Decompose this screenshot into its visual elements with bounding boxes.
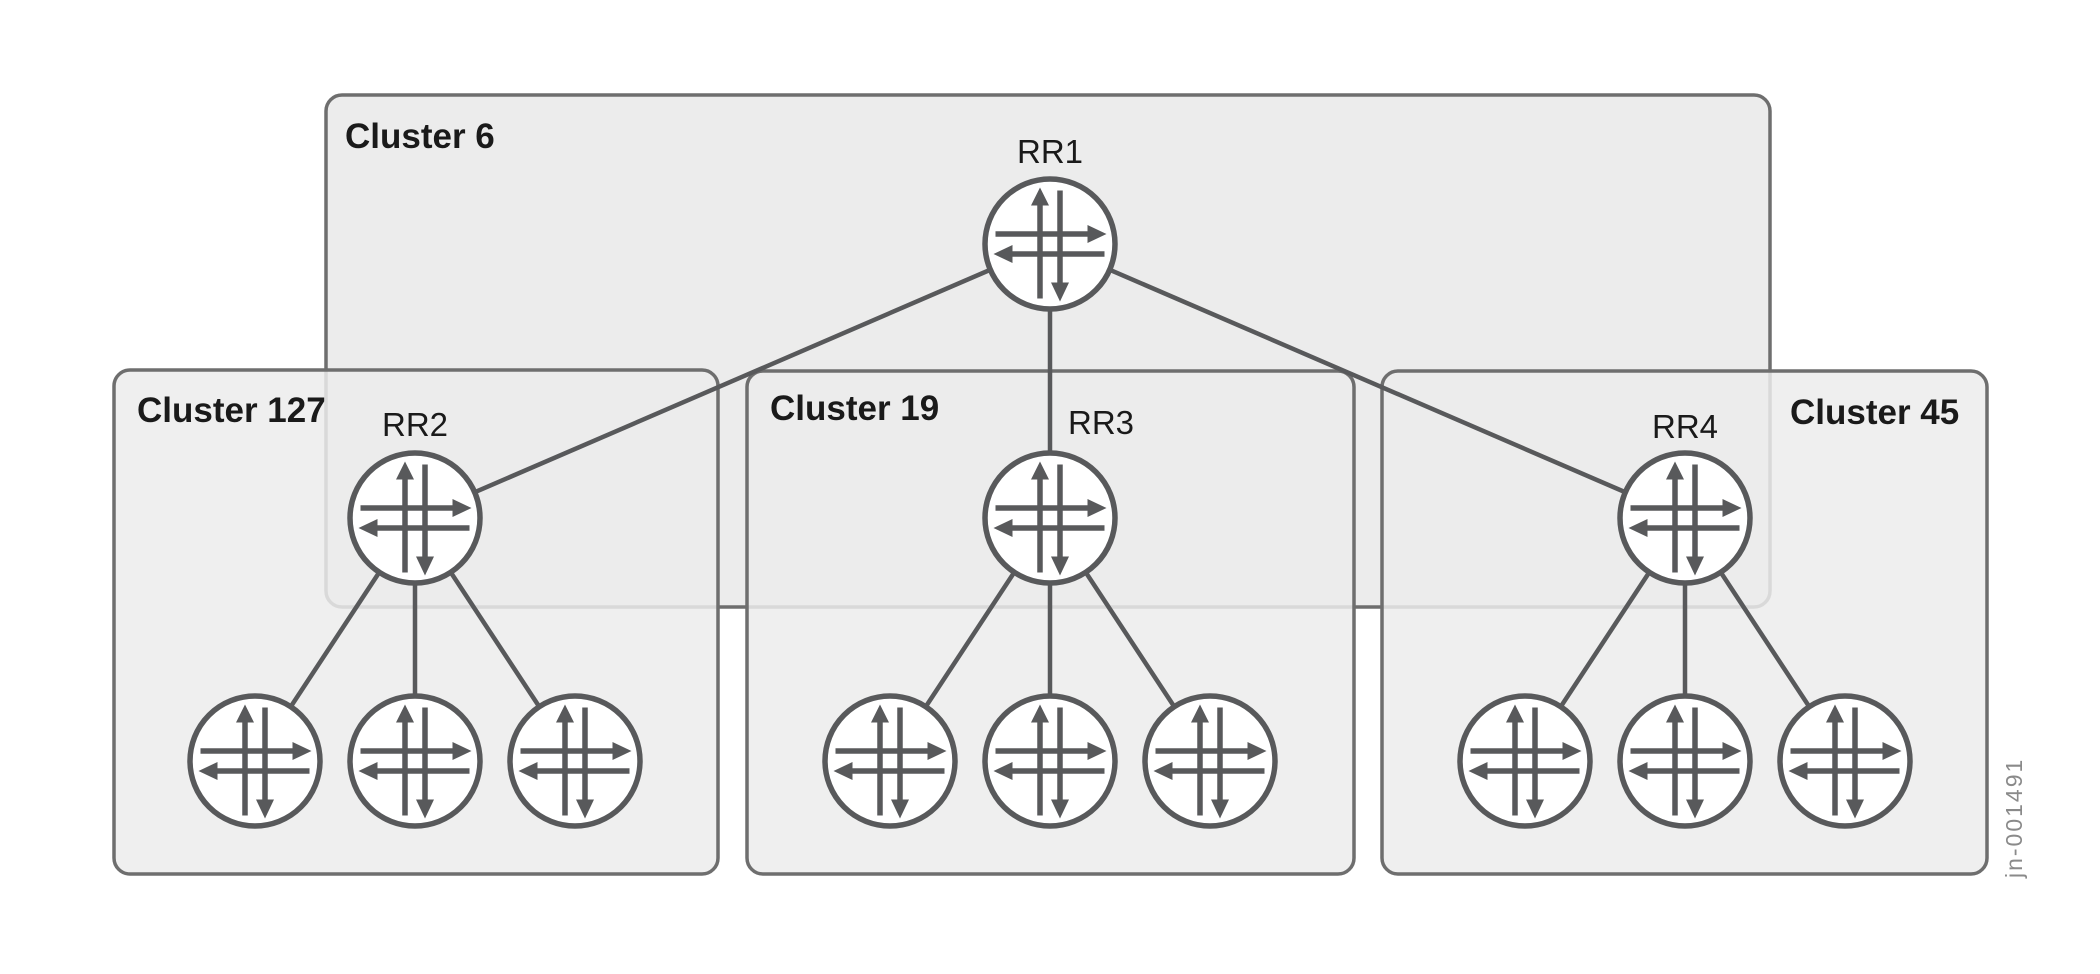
link-rr1-rr2	[414, 241, 1051, 521]
cluster-45-label: Cluster 45	[1790, 393, 1959, 432]
client-19-1-router-icon	[825, 696, 955, 826]
rr2-label: RR2	[382, 406, 448, 443]
client-127-2-router-icon	[350, 696, 480, 826]
client-127-1-router-icon	[190, 696, 320, 826]
rr4-label: RR4	[1652, 408, 1718, 445]
client-45-2-router-icon	[1620, 696, 1750, 826]
rr3-router-icon	[985, 453, 1115, 583]
rr1-router-icon	[985, 179, 1115, 309]
client-45-1-router-icon	[1460, 696, 1590, 826]
client-19-2-router-icon	[985, 696, 1115, 826]
watermark-layer: jn-001491	[2001, 758, 2027, 879]
link-rr1-rr4	[1049, 241, 1686, 521]
rr3-label: RR3	[1068, 404, 1134, 441]
cluster-127-label: Cluster 127	[137, 391, 326, 430]
figure-id-watermark: jn-001491	[2001, 758, 2027, 879]
client-19-3-router-icon	[1145, 696, 1275, 826]
rr2-router-icon	[350, 453, 480, 583]
cluster-19-label: Cluster 19	[770, 389, 939, 428]
rr1-label: RR1	[1017, 133, 1083, 170]
client-45-3-router-icon	[1780, 696, 1910, 826]
client-127-3-router-icon	[510, 696, 640, 826]
labels-layer: Cluster 6 Cluster 127 Cluster 19 Cluster 45…	[137, 117, 1959, 445]
rr4-router-icon	[1620, 453, 1750, 583]
cluster-6-label: Cluster 6	[345, 117, 495, 156]
